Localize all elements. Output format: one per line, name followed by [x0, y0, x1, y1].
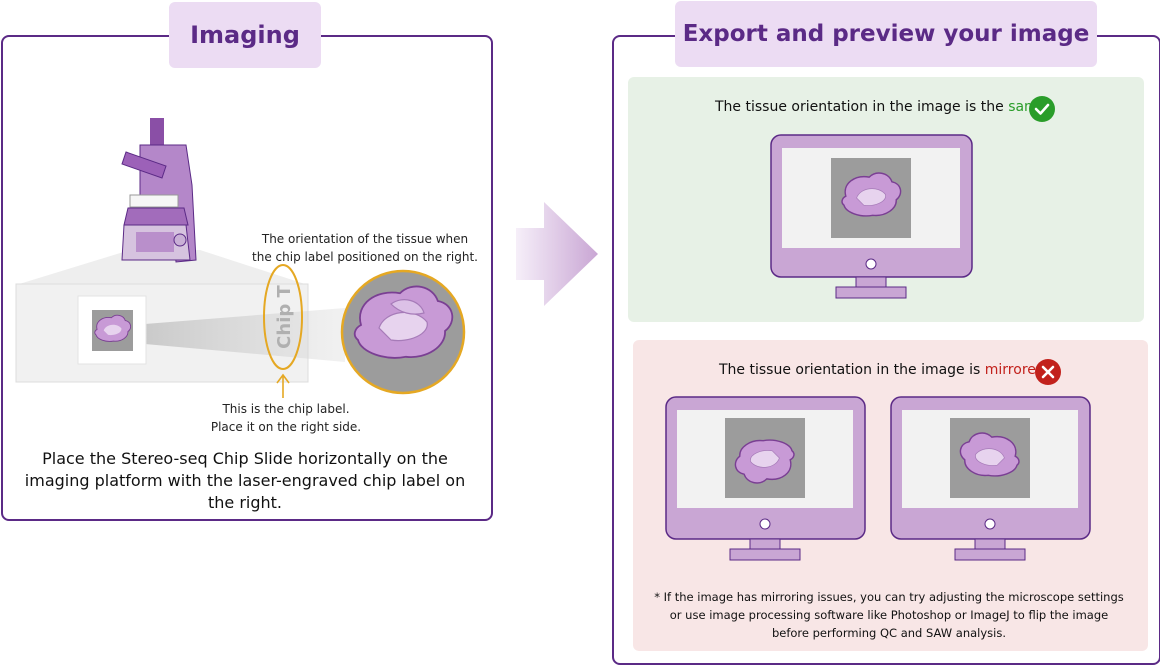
chip-label-note-line1: This is the chip label.	[222, 402, 350, 416]
same-caption-prefix: The tissue orientation in the image is t…	[715, 99, 1004, 115]
tissue-icon	[353, 285, 454, 359]
monitor-icon	[770, 134, 973, 299]
chip-label-outline	[263, 264, 303, 370]
chip-label-text: Chip T	[274, 284, 295, 348]
export-title: Export and preview your image	[675, 1, 1097, 67]
mirrored-caption-prefix: The tissue orientation in the image is	[719, 362, 981, 378]
arrow-right-icon	[516, 202, 598, 306]
chip-label-note-line2: Place it on the right side.	[210, 420, 362, 434]
same-caption: The tissue orientation in the image is t…	[715, 99, 1046, 115]
monitor-icon	[890, 396, 1091, 561]
mirroring-footnote: * If the image has mirroring issues, you…	[654, 590, 1124, 640]
x-circle-icon	[1035, 359, 1061, 385]
orientation-note: The orientation of the tissue when the c…	[252, 232, 478, 264]
monitor-icon	[665, 396, 866, 561]
light-cone	[16, 250, 308, 285]
imaging-title: Imaging	[169, 2, 321, 68]
imaging-instruction: Place the Stereo-seq Chip Slide horizont…	[24, 449, 466, 512]
chip-label-arrow	[276, 373, 290, 398]
zoom-beam	[145, 308, 345, 362]
check-circle-icon	[1029, 96, 1055, 122]
tissue-icon	[94, 314, 132, 342]
imaging-illustration: Chip T	[15, 118, 466, 398]
mirrored-word: mirrored	[984, 362, 1045, 378]
microscope-icon	[121, 118, 197, 263]
mirrored-caption: The tissue orientation in the image is m…	[719, 362, 1045, 378]
